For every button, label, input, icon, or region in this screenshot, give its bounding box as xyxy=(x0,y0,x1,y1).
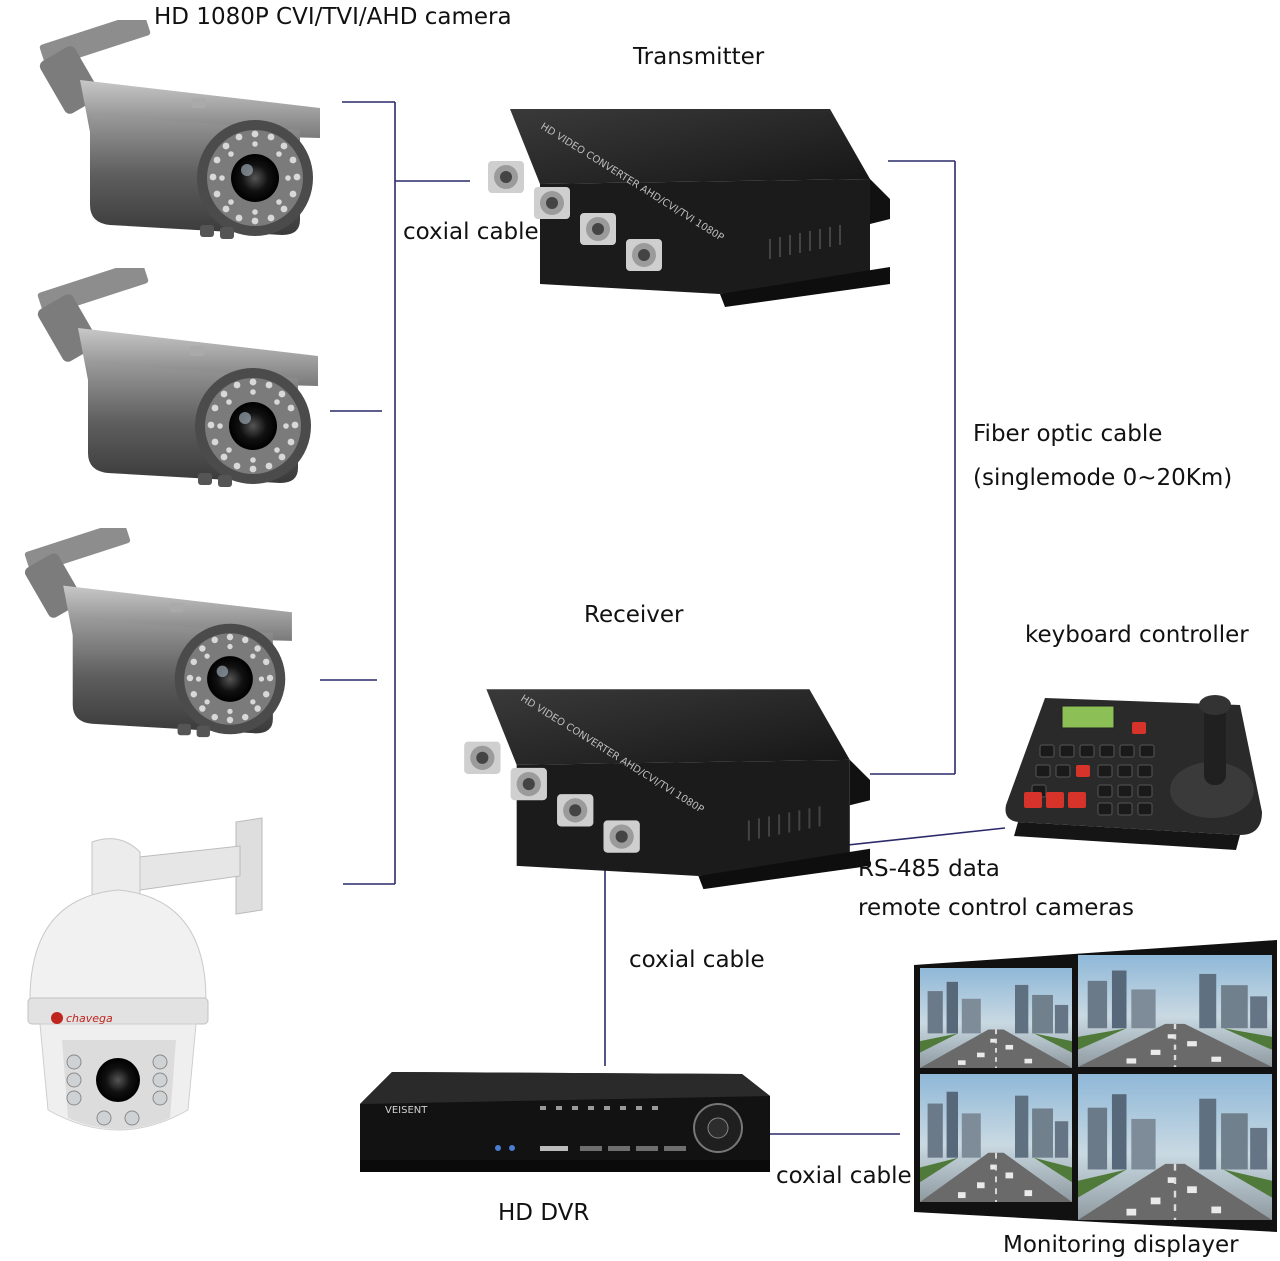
monitor-tile-3 xyxy=(920,1074,1072,1202)
transmitter-label: Transmitter xyxy=(633,44,765,70)
transmitter-device xyxy=(486,107,890,308)
keyboard-controller-label: keyboard controller xyxy=(1025,622,1249,648)
coax-cable-label-2: coxial cable xyxy=(629,947,765,973)
hd-dvr-device xyxy=(360,1072,770,1172)
bullet-camera-2 xyxy=(35,268,318,487)
bullet-camera-3 xyxy=(22,528,292,738)
fiber-spec-label: (singlemode 0~20Km) xyxy=(973,465,1233,491)
keyboard-controller xyxy=(1005,695,1262,850)
dvr-brand-text: VEISENT xyxy=(385,1105,428,1116)
coax-cable-label-3: coxial cable xyxy=(776,1163,912,1189)
camera-title-label: HD 1080P CVI/TVI/AHD camera xyxy=(154,4,512,30)
monitor-tile-4 xyxy=(1078,1074,1272,1220)
hd-dvr-label: HD DVR xyxy=(498,1200,590,1226)
rs485-label: RS-485 data xyxy=(858,856,1000,882)
fiber-cable-label: Fiber optic cable xyxy=(973,421,1163,447)
monitor-tile-1 xyxy=(920,968,1072,1068)
monitoring-display xyxy=(914,940,1277,1232)
rs485-link-line xyxy=(819,827,1006,849)
monitoring-display-label: Monitoring displayer xyxy=(1003,1232,1239,1258)
coax-cable-label-1: coxial cable xyxy=(403,219,539,245)
ptz-brand-text: chavega xyxy=(66,1012,113,1025)
bullet-camera-1 xyxy=(37,20,320,240)
monitor-tile-2 xyxy=(1078,955,1272,1067)
ptz-dome-camera xyxy=(27,817,263,1131)
rs485-function-label: remote control cameras xyxy=(858,895,1134,921)
fiber-link-line xyxy=(870,160,956,775)
camera-bus-lines xyxy=(320,101,470,885)
receiver-label: Receiver xyxy=(584,602,684,628)
